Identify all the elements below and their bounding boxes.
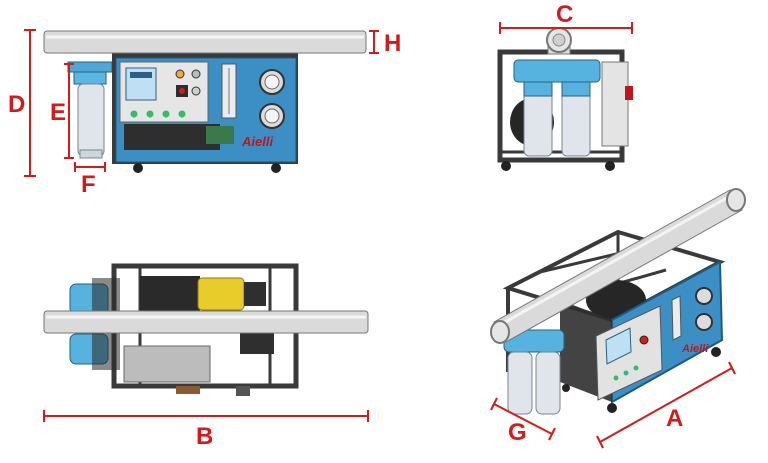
dimension-d: D <box>8 29 36 177</box>
side-view <box>497 27 633 171</box>
label-b: B <box>196 423 213 450</box>
side-panel <box>601 61 629 147</box>
iso-membrane-pipe <box>490 188 746 344</box>
dimension-b: B <box>43 410 369 450</box>
front-wheel <box>133 163 143 173</box>
iso-pressure-gauge <box>695 313 713 331</box>
iso-wheel <box>711 347 721 357</box>
dimension-c: C <box>499 1 633 34</box>
dimension-h: H <box>369 30 401 57</box>
dimension-e: E <box>50 63 74 159</box>
side-wheel <box>501 161 511 171</box>
iso-brand-logo: Aielli <box>681 343 709 355</box>
dimension-g: G <box>490 397 556 446</box>
label-g: G <box>508 419 527 446</box>
label-h: H <box>384 30 401 57</box>
top-membrane-pipe <box>43 310 369 334</box>
front-view: Aielli <box>43 30 367 173</box>
side-filter-head <box>513 59 601 83</box>
label-f: F <box>81 171 96 198</box>
front-indicator-light <box>130 110 138 118</box>
front-wheel <box>271 163 281 173</box>
label-d: D <box>8 91 25 118</box>
iso-wheel <box>607 403 617 413</box>
label-c: C <box>556 1 573 28</box>
iso-pressure-gauge <box>695 287 713 305</box>
top-view <box>43 263 369 396</box>
iso-filter-cartridge <box>507 351 533 415</box>
iso-flowmeter <box>671 295 682 341</box>
front-filter-cartridge <box>67 61 113 159</box>
iso-filter-cartridge <box>535 351 561 415</box>
front-indicator-light <box>162 110 170 118</box>
front-membrane-pipe <box>43 30 367 54</box>
isometric-view: Aielli <box>490 188 746 415</box>
front-gauge-small <box>175 69 185 79</box>
iso-wheel <box>562 384 570 392</box>
top-control-box <box>123 345 211 383</box>
iso-emergency-switch <box>639 335 649 345</box>
label-e: E <box>50 99 66 126</box>
iso-display-screen <box>605 327 632 365</box>
label-a: A <box>666 405 683 432</box>
side-wheel <box>605 161 615 171</box>
front-motor <box>124 124 220 150</box>
top-motor <box>140 276 200 312</box>
front-indicator-light <box>178 110 186 118</box>
front-indicator-light <box>146 110 154 118</box>
top-pump-yellow <box>197 277 245 311</box>
dimension-a: A <box>596 361 736 449</box>
dimension-f: F <box>74 162 106 198</box>
front-brand-logo: Aielli <box>241 134 273 149</box>
